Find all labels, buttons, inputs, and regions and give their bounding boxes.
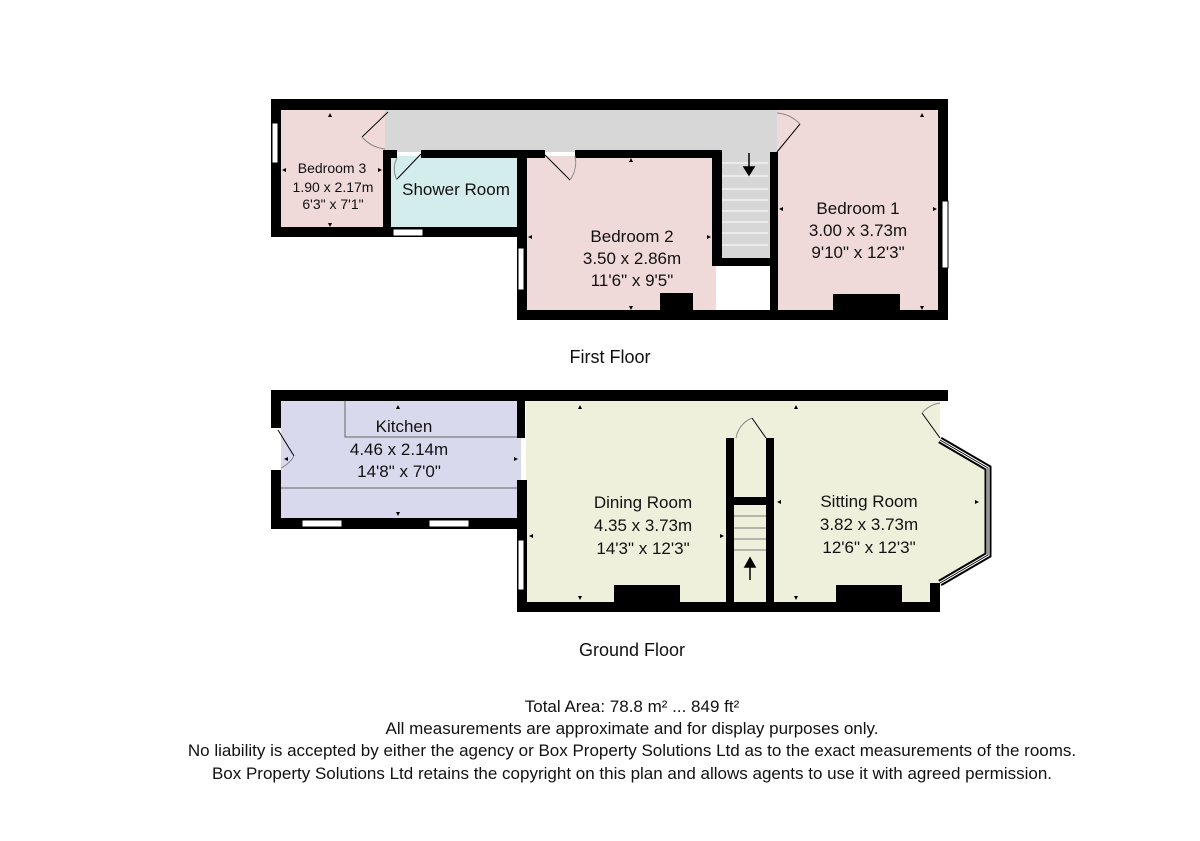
room-imperial: 11'6" x 9'5" xyxy=(591,271,674,290)
bedroom-2-area xyxy=(526,156,716,312)
room-name: Bedroom 3 xyxy=(298,160,367,176)
window xyxy=(428,519,470,528)
room-metric: 3.00 x 3.73m xyxy=(809,221,907,240)
window xyxy=(517,539,525,591)
total-area: Total Area: 78.8 m² ... 849 ft² xyxy=(525,697,740,716)
room-name: Sitting Room xyxy=(820,492,917,511)
room-metric: 3.50 x 2.86m xyxy=(583,249,681,268)
bay-window xyxy=(938,436,992,587)
kitchen-area xyxy=(281,401,521,519)
window xyxy=(301,519,343,528)
bedroom-3-area xyxy=(281,110,385,228)
window xyxy=(941,200,949,269)
room-name: Dining Room xyxy=(594,493,692,512)
room-imperial: 12'6" x 12'3" xyxy=(822,538,915,557)
ground-stair-treads xyxy=(734,515,766,551)
ground-floor-windows xyxy=(301,519,525,591)
room-metric: 1.90 x 2.17m xyxy=(293,179,374,195)
room-imperial: 9'10" x 12'3" xyxy=(811,243,904,262)
floor-label: First Floor xyxy=(570,347,651,367)
stairs-down-arrow-icon xyxy=(742,153,756,177)
first-floor-windows xyxy=(271,122,949,291)
dimension-markers xyxy=(284,405,979,600)
disclaimer-line: All measurements are approximate and for… xyxy=(386,719,879,738)
room-metric: 4.46 x 2.14m xyxy=(350,440,448,459)
bedroom-1-area xyxy=(777,110,939,312)
room-name: Kitchen xyxy=(376,417,433,436)
first-floor-doors xyxy=(361,111,801,181)
floor-label: Ground Floor xyxy=(579,640,685,660)
room-name: Bedroom 1 xyxy=(816,199,899,218)
window xyxy=(517,247,525,291)
kitchen-counters xyxy=(281,401,520,489)
room-imperial: 14'8" x 7'0" xyxy=(357,462,441,481)
landing-area xyxy=(385,110,777,152)
dimension-markers xyxy=(282,113,937,310)
window xyxy=(392,228,424,237)
footer-notes: Total Area: 78.8 m² ... 849 ft² All meas… xyxy=(188,697,1076,783)
room-imperial: 14'3" x 12'3" xyxy=(596,539,689,558)
room-name: Shower Room xyxy=(402,180,510,199)
room-name: Bedroom 2 xyxy=(590,227,673,246)
window xyxy=(271,122,279,164)
room-metric: 3.82 x 3.73m xyxy=(820,515,918,534)
ground-floor-plan: Kitchen 4.46 x 2.14m 14'8" x 7'0" Dining… xyxy=(271,390,992,660)
disclaimer-line: No liability is accepted by either the a… xyxy=(188,741,1076,760)
stairs-up-arrow-icon xyxy=(743,556,757,580)
stair-treads xyxy=(722,162,768,246)
ground-floor-doors xyxy=(277,402,941,469)
first-floor-plan: Bedroom 3 1.90 x 2.17m 6'3" x 7'1" Showe… xyxy=(271,99,949,367)
copyright-line: Box Property Solutions Ltd retains the c… xyxy=(212,764,1052,783)
room-metric: 4.35 x 3.73m xyxy=(594,516,692,535)
shower-room-area xyxy=(390,156,520,228)
room-imperial: 6'3" x 7'1" xyxy=(302,196,363,212)
